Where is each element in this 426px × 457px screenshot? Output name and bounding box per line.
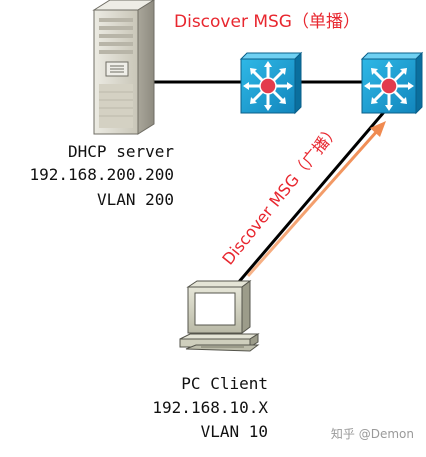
switch-right (360, 51, 424, 115)
switch-icon (239, 51, 303, 115)
links (152, 80, 386, 291)
broadcast-arrow (246, 121, 386, 277)
server-tower-icon (92, 0, 155, 135)
desktop-computer-icon (179, 280, 260, 352)
broadcast-arrow-head (370, 121, 386, 137)
watermark: 知乎 @Demon (331, 427, 414, 441)
link-client-switch (230, 111, 386, 291)
switch-left (239, 51, 303, 115)
client-name: PC Client (181, 374, 268, 393)
client-vlan: VLAN 10 (201, 422, 268, 441)
switch-icon (360, 51, 424, 115)
client-ip: 192.168.10.X (152, 398, 268, 417)
server-name: DHCP server (68, 142, 174, 161)
broadcast-label: Discover MSG（广播） (218, 121, 343, 269)
server-vlan: VLAN 200 (97, 190, 174, 209)
broadcast-arrow-shaft (246, 129, 380, 277)
unicast-label: Discover MSG（单播） (174, 12, 360, 32)
server-ip: 192.168.200.200 (30, 165, 175, 184)
